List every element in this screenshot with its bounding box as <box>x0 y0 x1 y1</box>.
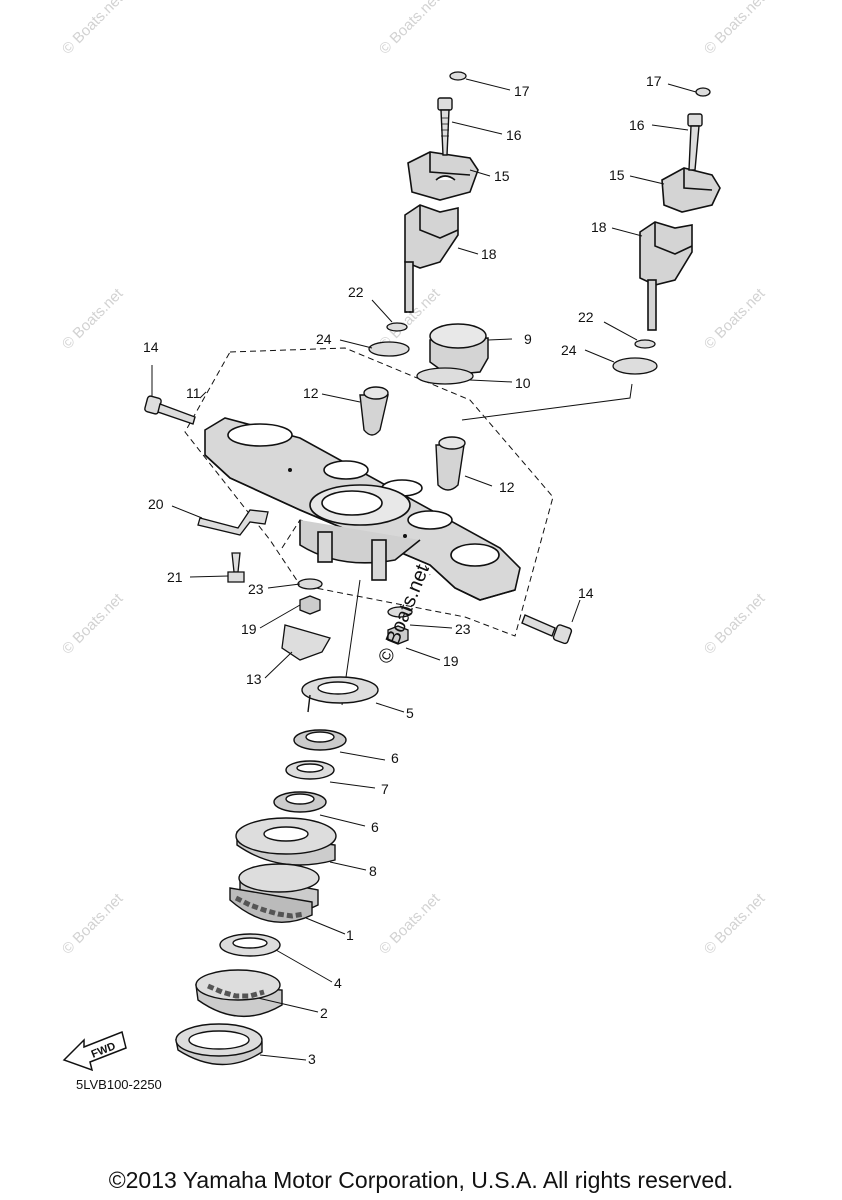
cable-guide <box>197 509 269 536</box>
assembly-outline <box>184 347 554 637</box>
copyright-notice: ©2013 Yamaha Motor Corporation, U.S.A. A… <box>108 1167 734 1193</box>
watermark: © Boats.net <box>59 285 127 353</box>
watermark: © Boats.net <box>59 890 127 958</box>
steering-nut <box>429 323 489 376</box>
washer-22-left <box>386 322 408 332</box>
pinch-bolt-right <box>521 614 573 645</box>
reference-dot <box>403 534 407 538</box>
callout-13: 13 <box>246 671 262 687</box>
leader-lines <box>151 78 697 1061</box>
callout-23: 23 <box>455 621 471 637</box>
washer-23-right <box>387 606 413 618</box>
handle-holder-cap-left <box>407 151 479 201</box>
washer-23-left <box>297 578 323 590</box>
callout-10: 10 <box>515 375 531 391</box>
nut-19-left <box>299 595 321 615</box>
handle-holder-right <box>639 221 693 331</box>
callout-17: 17 <box>514 83 530 99</box>
callout-20: 20 <box>148 496 164 512</box>
callout-15: 15 <box>609 167 625 183</box>
callout-19: 19 <box>443 653 459 669</box>
watermark: © Boats.net <box>59 590 127 658</box>
bearing-2 <box>195 969 283 1017</box>
damper-12-right <box>435 436 466 491</box>
diagram-code: 5LVB100-2250 <box>76 1077 162 1092</box>
watermark: © Boats.net <box>376 890 444 958</box>
bolt-21 <box>227 552 245 583</box>
callout-12: 12 <box>499 479 515 495</box>
callout-18: 18 <box>591 219 607 235</box>
callout-11: 11 <box>186 385 201 401</box>
callout-7: 7 <box>381 781 389 797</box>
callout-23: 23 <box>248 581 264 597</box>
handle-holder-cap-right <box>661 167 721 213</box>
callout-6: 6 <box>371 819 379 835</box>
callout-5: 5 <box>406 705 414 721</box>
callout-6: 6 <box>391 750 399 766</box>
watermark: © Boats.net <box>701 0 769 58</box>
callout-14: 14 <box>143 339 159 355</box>
watermark: © Boats.net <box>701 590 769 658</box>
washer-24-left <box>368 341 410 357</box>
upper-bracket <box>204 417 521 601</box>
nut-19-right <box>387 625 409 645</box>
bolt-left <box>437 97 453 156</box>
callout-24: 24 <box>316 331 332 347</box>
callout-9: 9 <box>524 331 532 347</box>
callout-1: 1 <box>346 927 354 943</box>
callout-16: 16 <box>506 127 522 143</box>
fwd-arrow: FWD <box>62 1030 127 1072</box>
washer-10 <box>416 367 474 385</box>
ring-nut-6-lower <box>273 791 327 813</box>
callout-21: 21 <box>167 569 183 585</box>
bolt-right <box>687 113 703 171</box>
callout-19: 19 <box>241 621 257 637</box>
callout-numbers: 1 2 3 4 5 6 6 7 8 9 10 11 12 12 13 14 14… <box>143 73 662 1067</box>
callout-2: 2 <box>320 1005 328 1021</box>
cap-left <box>449 71 467 81</box>
watermark: © Boats.net <box>376 0 444 58</box>
callout-24: 24 <box>561 342 577 358</box>
cover-8 <box>235 817 337 866</box>
callout-4: 4 <box>334 975 342 991</box>
seal-3 <box>175 1023 263 1066</box>
handle-holder-left <box>404 204 459 313</box>
plate-13 <box>281 624 331 661</box>
lock-washer-5 <box>301 676 379 713</box>
ring-nut-6-upper <box>293 729 347 751</box>
rubber-washer-7 <box>285 760 335 780</box>
pinch-bolt-left <box>144 395 196 425</box>
callout-3: 3 <box>308 1051 316 1067</box>
dust-seal-4 <box>219 933 281 957</box>
washer-24-right <box>612 357 658 375</box>
watermark: © Boats.net <box>701 890 769 958</box>
callout-14: 14 <box>578 585 594 601</box>
cap-right <box>695 87 711 97</box>
callout-17: 17 <box>646 73 662 89</box>
callout-8: 8 <box>369 863 377 879</box>
callout-16: 16 <box>629 117 645 133</box>
callout-22: 22 <box>348 284 364 300</box>
damper-12-left <box>359 386 389 436</box>
callout-18: 18 <box>481 246 497 262</box>
bearing-1 <box>229 863 320 923</box>
callout-15: 15 <box>494 168 510 184</box>
watermark: © Boats.net <box>701 285 769 353</box>
reference-dot <box>288 468 292 472</box>
watermark: © Boats.net <box>59 0 127 58</box>
watermark-layer: © Boats.net © Boats.net © Boats.net © Bo… <box>59 0 769 958</box>
washer-22-right <box>634 339 656 349</box>
callout-22: 22 <box>578 309 594 325</box>
callout-12: 12 <box>303 385 319 401</box>
